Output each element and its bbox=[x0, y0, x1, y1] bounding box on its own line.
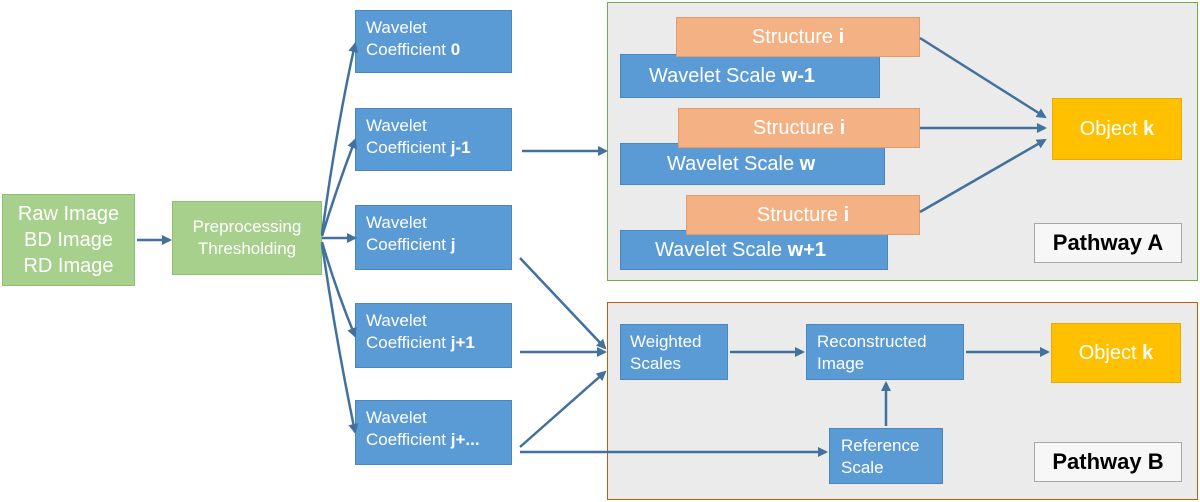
coefficient-prefix: Coefficient bbox=[366, 333, 451, 352]
input-images-box: Raw Image BD Image RD Image bbox=[2, 194, 135, 286]
input-raw-image: Raw Image bbox=[17, 203, 120, 225]
structure-i-bottom: Structure i bbox=[686, 195, 920, 235]
wavelet-coefficient-j+1: Wavelet Coefficient j+1 bbox=[355, 303, 512, 368]
arrow-to-coefficient-0 bbox=[320, 42, 359, 235]
wavelet-scale-w-1: Wavelet Scale w-1 bbox=[620, 54, 880, 98]
coefficient-index: j+1 bbox=[450, 333, 475, 352]
thresholding-label: Thresholding bbox=[197, 239, 297, 258]
object-index: k bbox=[1142, 341, 1154, 364]
wavelet-scale-w+1: Wavelet Scale w+1 bbox=[620, 230, 888, 270]
coefficient-prefix: Coefficient bbox=[366, 430, 451, 449]
wavelet-coefficient-j: Wavelet Coefficient j bbox=[355, 205, 512, 270]
coefficient-prefix: Coefficient bbox=[366, 235, 451, 254]
coefficient-label: Wavelet bbox=[366, 311, 427, 330]
image-label: Image bbox=[817, 354, 865, 373]
arrow-coefficient-j-more-to-pathway-b bbox=[519, 370, 607, 448]
object-k-pathway-a: Object k bbox=[1052, 98, 1182, 160]
arrow-to-coefficient-j+1 bbox=[320, 241, 357, 338]
preprocessing-label: Preprocessing bbox=[192, 217, 302, 236]
wavelet-coefficient-j-more: Wavelet Coefficient j+... bbox=[355, 400, 512, 465]
preprocessing-box: Preprocessing Thresholding bbox=[172, 201, 322, 275]
arrow-structure-top-to-object bbox=[919, 36, 1047, 119]
arrow-to-coefficient-j-more bbox=[320, 243, 359, 434]
coefficient-prefix: Coefficient bbox=[366, 138, 451, 157]
object-k-pathway-b: Object k bbox=[1051, 323, 1181, 383]
pathway-a-label: Pathway A bbox=[1034, 223, 1182, 263]
reference-scale-label: Scale bbox=[841, 458, 884, 477]
coefficient-label: Wavelet bbox=[366, 213, 427, 232]
structure-text: Structure bbox=[752, 116, 835, 139]
coefficient-label: Wavelet bbox=[366, 408, 427, 427]
coefficient-index: 0 bbox=[450, 40, 461, 59]
coefficient-prefix: Coefficient bbox=[366, 40, 451, 59]
arrow-to-coefficient-j-1 bbox=[320, 138, 357, 237]
scale-text: Wavelet Scale bbox=[667, 152, 795, 175]
wavelet-scale-w: Wavelet Scale w bbox=[620, 143, 885, 185]
weighted-scales-box: Weighted Scales bbox=[620, 324, 728, 380]
scale-text: Wavelet Scale bbox=[655, 238, 783, 261]
arrow-structure-bottom-to-object bbox=[919, 138, 1047, 214]
coefficient-index: j bbox=[450, 235, 456, 254]
structure-i-top: Structure i bbox=[676, 17, 920, 57]
input-bd-image: BD Image bbox=[24, 229, 113, 251]
scales-label: Scales bbox=[630, 354, 682, 373]
structure-text: Structure bbox=[756, 203, 839, 226]
reference-scale-box: Reference Scale bbox=[829, 428, 943, 484]
reconstructed-label: Reconstructed bbox=[817, 332, 927, 351]
pathway-b-label: Pathway B bbox=[1034, 442, 1182, 482]
structure-i-middle: Structure i bbox=[678, 108, 920, 148]
structure-text: Structure bbox=[751, 25, 834, 48]
object-text: Object bbox=[1078, 341, 1137, 364]
object-text: Object bbox=[1079, 117, 1138, 140]
scale-index: w+1 bbox=[787, 238, 827, 261]
scale-index: w bbox=[799, 152, 816, 175]
object-index: k bbox=[1143, 117, 1155, 140]
wavelet-coefficient-0: Wavelet Coefficient 0 bbox=[355, 10, 512, 73]
coefficient-label: Wavelet bbox=[366, 116, 427, 135]
reference-label: Reference bbox=[841, 436, 920, 455]
scale-index: w-1 bbox=[781, 64, 815, 87]
reconstructed-image-box: Reconstructed Image bbox=[806, 324, 964, 380]
coefficient-index: j-1 bbox=[450, 138, 471, 157]
coefficient-label: Wavelet bbox=[366, 18, 427, 37]
coefficient-index: j+... bbox=[450, 430, 480, 449]
structure-index: i bbox=[839, 116, 846, 139]
weighted-label: Weighted bbox=[630, 332, 702, 351]
input-rd-image: RD Image bbox=[23, 255, 114, 277]
structure-index: i bbox=[838, 25, 845, 48]
arrow-coefficient-j-to-pathway-b bbox=[519, 257, 607, 350]
scale-text: Wavelet Scale bbox=[649, 64, 777, 87]
structure-index: i bbox=[843, 203, 850, 226]
